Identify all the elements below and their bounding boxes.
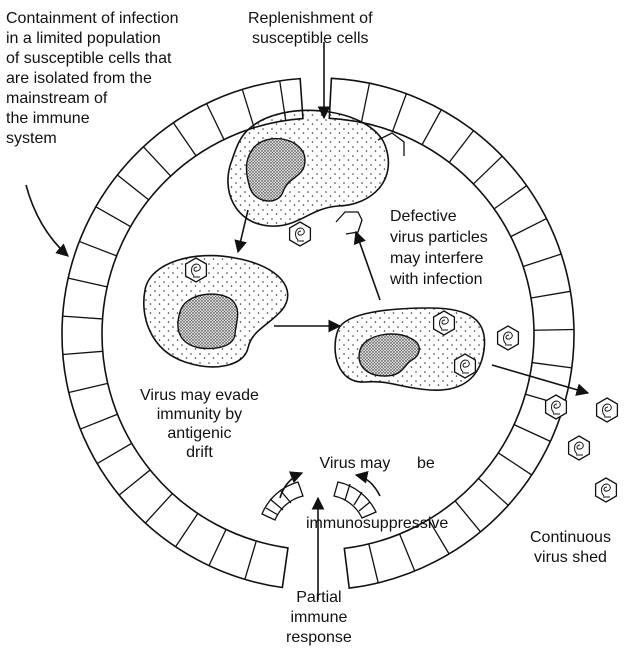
label-immunosuppressive: Virus may be immunosuppressive <box>306 414 448 554</box>
label-antigenic-drift: Virus may evade immunity by antigenic dr… <box>140 386 259 462</box>
cell-right <box>335 308 485 390</box>
cell-top <box>228 110 388 226</box>
label-partial-immune-response: Partial immune response <box>286 588 352 648</box>
label-replenishment: Replenishment of susceptible cells <box>248 9 373 49</box>
dividing-cells-left <box>262 482 303 520</box>
label-containment: Containment of infection in a limited po… <box>6 9 179 149</box>
label-defective-particles: Defective virus particles may interfere … <box>390 206 488 290</box>
cell-left <box>144 256 288 367</box>
label-continuous-shed: Continuous virus shed <box>530 528 611 568</box>
cell-divider <box>534 330 574 331</box>
